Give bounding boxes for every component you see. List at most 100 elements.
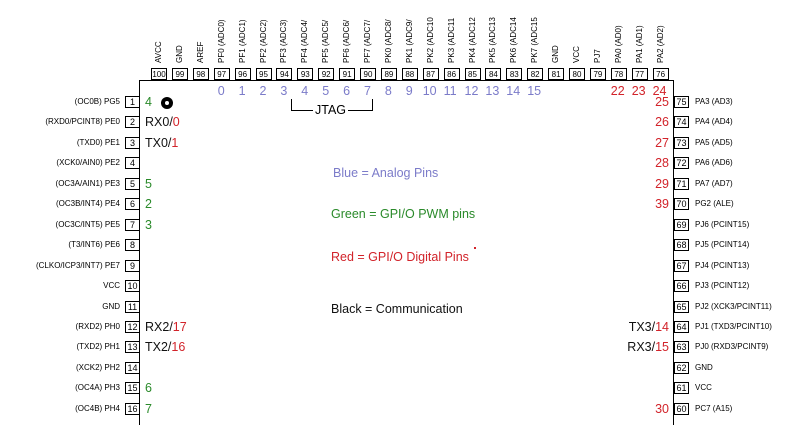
arduino-pin-text: 27: [655, 135, 669, 150]
right-pin-label: PC7 (A15): [695, 403, 733, 413]
arduino-pin-text: 39: [655, 197, 669, 212]
arduino-pin-text: 0: [172, 115, 180, 130]
right-pin-arduino-number: 39: [655, 197, 669, 211]
top-pin-arduino-number: 7: [364, 84, 371, 98]
top-pin-label: PK3 (ADC11: [446, 17, 456, 63]
right-pin-number: 63: [674, 341, 689, 354]
left-pin-number: 15: [125, 382, 140, 395]
top-pin-arduino-number: 15: [527, 84, 542, 98]
arduino-pin-text: 3: [145, 217, 152, 232]
right-pin-label: PJ4 (PCINT13): [695, 260, 750, 270]
legend-analog: Blue = Analog Pins: [333, 166, 439, 180]
top-pin-number: 85: [464, 68, 481, 80]
right-pin-arduino-number: 25: [655, 95, 669, 109]
top-pin-number: 99: [171, 68, 188, 80]
top-pin-number: 82: [527, 68, 544, 80]
left-pin-number: 3: [125, 136, 140, 149]
top-pin-arduino-number: 12: [464, 84, 479, 98]
top-pin-number: 92: [318, 68, 335, 80]
right-pin-label: PA5 (AD5): [695, 137, 733, 147]
top-pin-label: PA0 (AD0): [613, 25, 623, 63]
left-pin-number: 9: [125, 259, 140, 272]
left-pin-number: 6: [125, 198, 140, 211]
left-pin-label: (XCK0/AIN0) PE2: [56, 158, 120, 168]
right-pin-arduino-number: 26: [655, 115, 669, 129]
left-pin-number: 2: [125, 116, 140, 129]
top-pin-label: GND: [551, 45, 561, 63]
arduino-pin-text: 5: [145, 176, 152, 191]
top-pin-number: 94: [276, 68, 293, 80]
top-pin-arduino-number: 24: [652, 84, 667, 98]
right-pin-number: 71: [674, 177, 689, 190]
top-pin-number: 84: [485, 68, 502, 80]
left-pin-number: 8: [125, 239, 140, 252]
left-pin-arduino-number: 5: [145, 177, 152, 191]
left-pin-arduino-number: 3: [145, 218, 152, 232]
top-pin-number: 81: [548, 68, 565, 80]
right-pin-label: PA3 (AD3): [695, 97, 733, 106]
chip-right-edge: [673, 80, 674, 425]
top-pin-arduino-number: 8: [384, 84, 392, 98]
left-pin-label: (OC4B) PH4: [75, 403, 120, 413]
top-pin-label: PF2 (ADC2): [258, 19, 268, 63]
top-pin-arduino-number: 9: [405, 84, 413, 98]
right-pin-number: 73: [674, 136, 689, 149]
arduino-pin-text: 6: [145, 381, 152, 396]
arduino-pin-text: 1: [171, 135, 179, 150]
right-pin-label: VCC: [695, 383, 712, 393]
arduino-pin-text: 29: [655, 176, 669, 191]
arduino-pin-text: RX3/: [627, 340, 656, 355]
top-pin-label: PF4 (ADC4/: [300, 19, 310, 63]
top-pin-number: 96: [234, 68, 251, 80]
arduino-pin-text: RX0/: [145, 115, 173, 130]
right-pin-arduino-number: RX3/15: [627, 340, 669, 354]
arduino-pin-text: 15: [655, 340, 669, 355]
right-pin-label: PJ2 (XCK3/PCINT11): [695, 301, 772, 311]
left-pin-label: (TXD2) PH1: [76, 342, 120, 352]
right-pin-number: 75: [674, 96, 689, 108]
left-pin-number: 16: [125, 402, 140, 415]
top-pin-arduino-number: 13: [485, 84, 500, 98]
arduino-pin-text: TX2/: [145, 340, 172, 355]
right-pin-label: PA6 (AD6): [695, 158, 733, 168]
left-pin-number: 12: [125, 320, 140, 333]
top-pin-number: 97: [213, 68, 230, 80]
top-pin-number: 79: [589, 68, 606, 80]
top-pin-number: 93: [297, 68, 314, 80]
right-pin-number: 67: [674, 259, 689, 272]
right-pin-number: 61: [674, 382, 689, 395]
top-pin-label: PK6 (ADC14: [509, 17, 519, 63]
left-pin-label: (TXD0) PE1: [76, 137, 120, 147]
right-pin-number: 70: [674, 198, 689, 211]
right-pin-label: PG2 (ALE): [695, 199, 734, 209]
left-pin-label: VCC: [103, 281, 120, 291]
top-pin-label: PK5 (ADC13: [488, 17, 498, 63]
top-pin-label: PA1 (AD1): [634, 25, 644, 63]
arduino-pin-text: 14: [655, 319, 669, 334]
top-pin-number: 90: [360, 68, 376, 80]
left-pin-arduino-number: 6: [145, 381, 152, 395]
arduino-pin-text: 7: [145, 401, 152, 416]
left-pin-arduino-number: RX2/17: [145, 320, 187, 334]
left-pin-label: (CLKO/ICP3/INT7) PE7: [35, 260, 120, 270]
top-pin-label: PF0 (ADC0): [216, 19, 226, 63]
right-pin-number: 62: [674, 361, 689, 374]
left-pin-label: (OC3B/INT4) PE4: [55, 199, 120, 209]
left-pin-arduino-number: 2: [145, 197, 152, 211]
arduino-pin-text: 26: [655, 115, 669, 130]
stray-dot: [474, 247, 476, 249]
top-pin-label: PF6 (ADC6/: [342, 19, 352, 63]
left-pin-label: (OC3C/INT5) PE5: [55, 219, 120, 229]
legend-communication: Black = Communication: [331, 302, 463, 316]
top-pin-number: 88: [401, 68, 418, 80]
right-pin-label: PJ1 (TXD3/PCINT10): [695, 321, 772, 331]
right-pin-label: PA7 (AD7): [695, 178, 733, 188]
top-pin-number: 76: [652, 68, 669, 80]
left-pin-arduino-number: 4: [145, 95, 152, 109]
arduino-pin-text: 2: [145, 197, 152, 212]
right-pin-number: 69: [674, 218, 689, 231]
left-pin-number: 4: [125, 157, 140, 170]
left-pin-label: (OC0B) PG5: [74, 97, 120, 106]
top-pin-number: 91: [339, 68, 356, 80]
